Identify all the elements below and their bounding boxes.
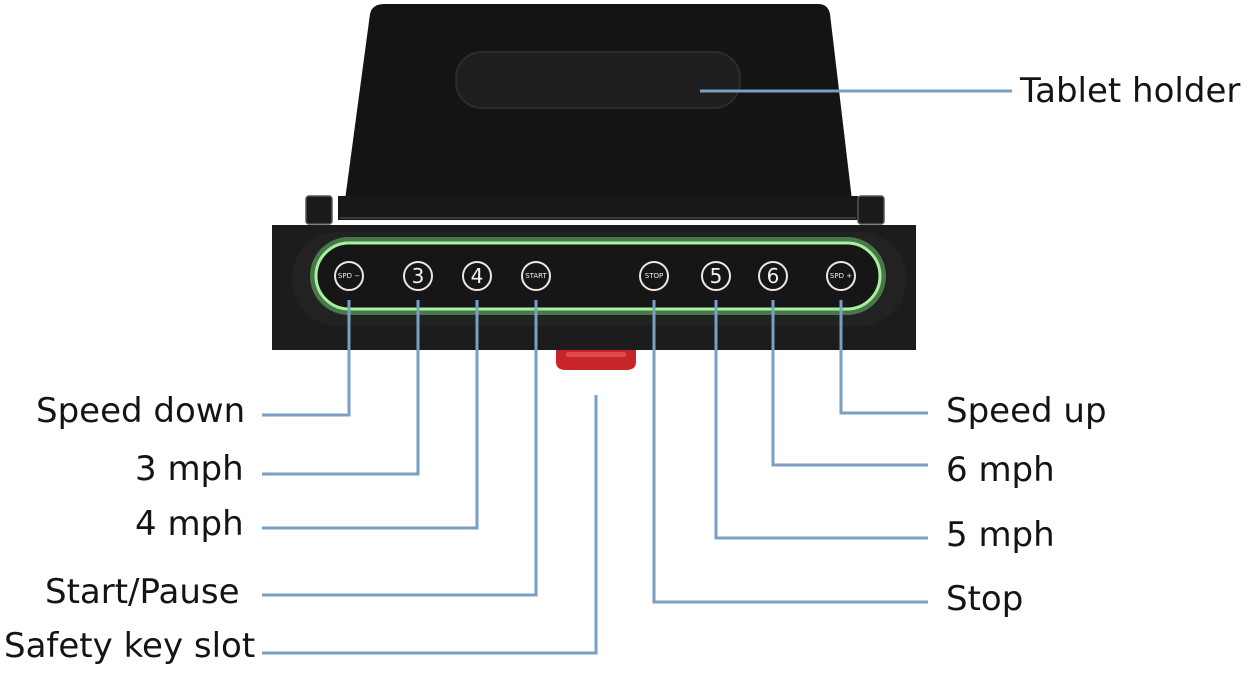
preset-3-glyph: 3 [411, 264, 425, 288]
preset-5-button[interactable]: 5 [701, 261, 731, 291]
leader-safety-key [262, 395, 598, 655]
preset-6-glyph: 6 [766, 264, 780, 288]
preset-3-button[interactable]: 3 [403, 261, 433, 291]
leader-5mph [714, 300, 928, 540]
preset-6-button[interactable]: 6 [758, 261, 788, 291]
label-3mph: 3 mph [135, 449, 244, 489]
label-4mph: 4 mph [135, 504, 244, 544]
speed-up-button[interactable]: SPD + [826, 261, 856, 291]
leader-speed-down [262, 300, 351, 417]
label-stop: Stop [946, 579, 1024, 619]
tablet-holder-lip [338, 196, 858, 220]
leader-start-pause [262, 300, 538, 597]
leader-4mph [262, 300, 479, 530]
label-safety-key-slot: Safety key slot [4, 626, 256, 666]
leader-stop [652, 300, 928, 604]
start-pause-button[interactable]: START [521, 261, 551, 291]
label-start-pause: Start/Pause [45, 572, 240, 612]
leader-6mph [771, 300, 928, 467]
right-hinge [857, 195, 885, 225]
preset-5-glyph: 5 [709, 264, 723, 288]
safety-key-highlight [566, 352, 626, 357]
speed-up-glyph: SPD + [829, 271, 853, 280]
start-glyph: START [525, 271, 547, 280]
speed-down-button[interactable]: SPD − [334, 261, 364, 291]
leader-lines [262, 89, 1012, 655]
label-6mph: 6 mph [946, 450, 1055, 490]
preset-4-glyph: 4 [470, 264, 484, 288]
leader-speed-up [839, 300, 928, 415]
label-5mph: 5 mph [946, 515, 1055, 555]
preset-4-button[interactable]: 4 [462, 261, 492, 291]
led-ring-glow [310, 237, 886, 315]
label-speed-up: Speed up [946, 391, 1107, 431]
left-hinge [305, 195, 333, 225]
label-tablet-holder: Tablet holder [1020, 71, 1241, 111]
label-speed-down: Speed down [36, 391, 246, 431]
stop-glyph: STOP [644, 271, 664, 280]
speed-down-glyph: SPD − [337, 271, 361, 280]
stop-button[interactable]: STOP [639, 261, 669, 291]
leader-3mph [262, 300, 420, 476]
led-ring [314, 241, 882, 311]
tablet-holder-recess [455, 51, 741, 109]
